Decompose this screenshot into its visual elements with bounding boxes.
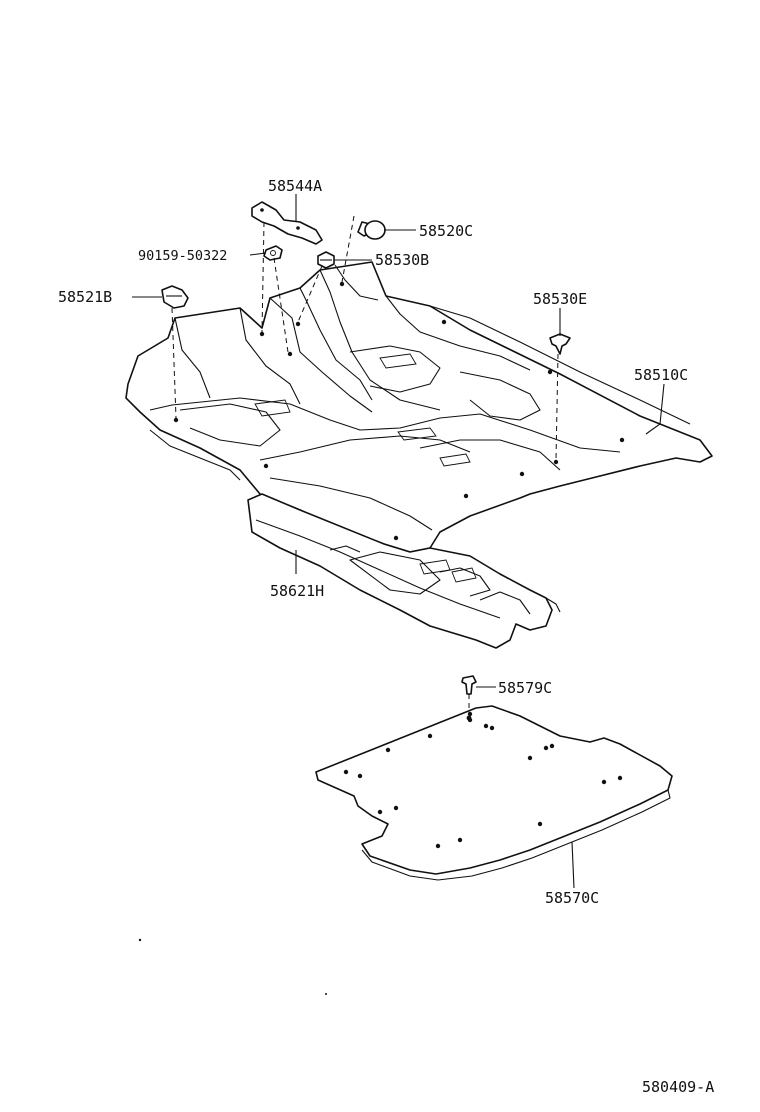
part-label-58544A: 58544A [268, 177, 322, 195]
part-label-58520C: 58520C [419, 222, 473, 240]
bracket-drawing [251, 201, 323, 245]
part-label-58530E: 58530E [533, 290, 587, 308]
clip-e-drawing [549, 333, 571, 355]
clip-drawing [161, 285, 189, 309]
part-label-58530B: 58530B [375, 251, 429, 269]
trunk-mat-drawing [315, 705, 673, 881]
cap-drawing [357, 220, 386, 240]
part-label-58521B: 58521B [58, 288, 112, 306]
nut-drawing [263, 245, 283, 261]
part-label-58579C: 58579C [498, 679, 552, 697]
part-label-58570C: 58570C [545, 889, 599, 907]
part-label-58621H: 58621H [270, 582, 324, 600]
floor-carpet-drawing [125, 261, 713, 553]
clip-b-drawing [317, 251, 335, 269]
part-label-90159-50322: 90159-50322 [138, 248, 227, 264]
part-label-58510C: 58510C [634, 366, 688, 384]
assembly-lines [171, 215, 559, 714]
front-floor-drawing [247, 493, 561, 649]
fastener-drawing [461, 675, 477, 721]
diagram-id: 580409-A [642, 1078, 714, 1096]
leader-lines [132, 194, 665, 889]
